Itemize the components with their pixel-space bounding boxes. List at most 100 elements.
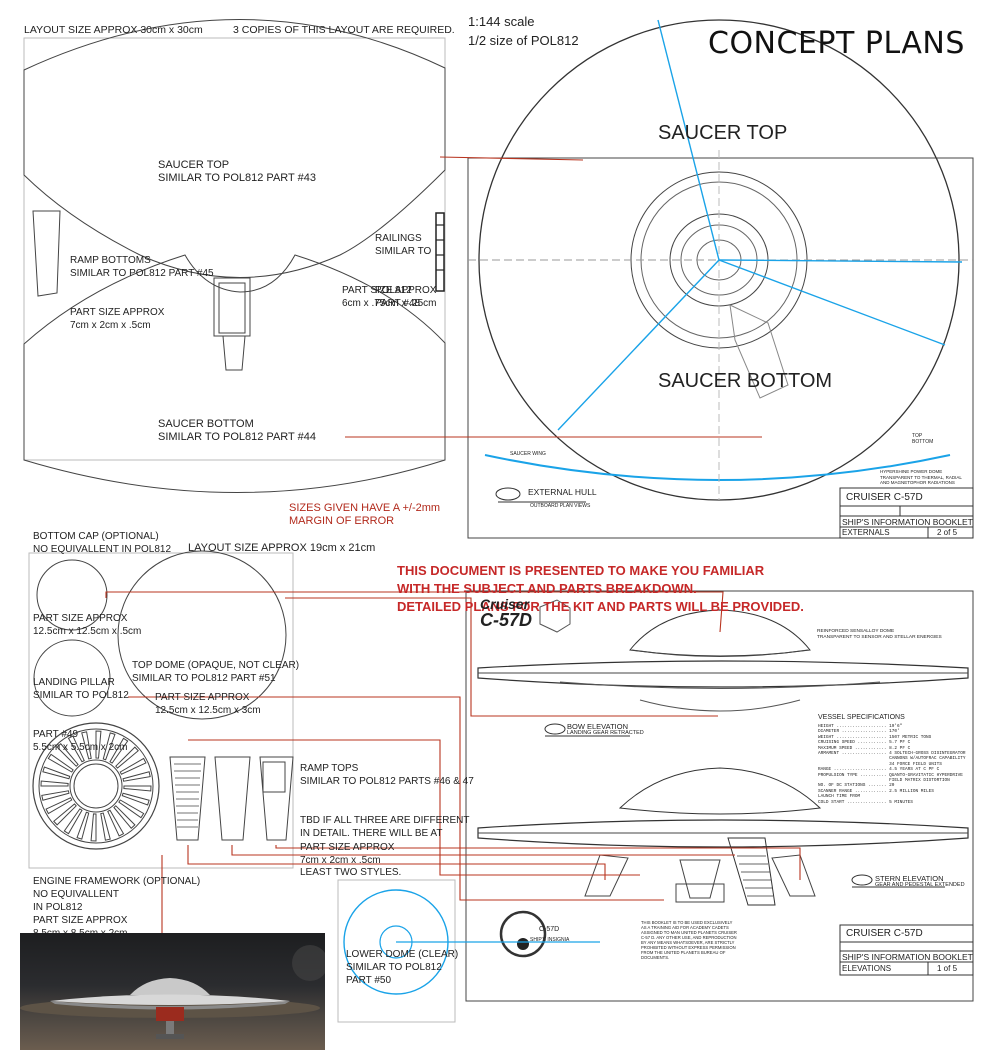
hull-sheet-frame [467,157,974,539]
saucer-wing-label: SAUCER WING [510,451,546,457]
title-block-2-name: CRUISER C-57D [846,928,923,939]
spec-line: FIELD MATRIX DISTORTION [818,778,950,784]
bottom-cap-part [36,559,108,631]
spec-line: CANNONS W/AUTOFRAC CAPABILITY [818,756,966,762]
spec-line: DIAMETER ................. 170' [818,729,900,735]
saucer-bottom-part [23,254,446,493]
insignia-subtitle: SHIP'S INSIGNIA [530,937,570,943]
spec-line: CRUISING SPEED ........... 5.7 PF C [818,740,911,746]
ramp-top-3 [259,756,294,841]
engine-spoke [45,797,73,815]
engine-framework-label: ENGINE FRAMEWORK (OPTIONAL)NO EQUIVALLEN… [33,876,201,913]
engine-spoke [109,737,129,764]
page-title: CONCEPT PLANS [708,26,965,61]
title-block-1-booklet: SHIP'S INFORMATION BOOKLET [842,517,973,527]
booklet-note-line: ASSIGNED TO MAN UNITED PLANETS CRUISER [641,930,737,935]
engine-spoke [81,731,92,760]
layout2-size: LAYOUT SIZE APPROX 19cm x 21cm [188,542,376,554]
bow-elevation-title: BOW ELEVATION [567,722,628,731]
insignia-title: C-57D [539,926,560,933]
engine-spoke [121,792,150,806]
engine-spoke [95,730,102,759]
booklet-note-line: FROM THE UNITED PLANETS BUREAU OF [641,950,726,955]
spec-line: LAUNCH TIME FROM [818,794,861,800]
title-block-2-booklet: SHIP'S INFORMATION BOOKLET [842,952,973,962]
spec-line: ARMAMENT ................. 4 SOLTECH-GRO… [818,751,966,757]
engine-spoke [67,735,85,763]
railings-part [435,212,445,292]
engine-spoke [119,757,147,775]
ramp-bottom-part [32,210,61,297]
engine-spoke [123,785,152,792]
diagram-saucer-bottom-label: SAUCER BOTTOM [658,370,833,392]
title-block-1-page: 2 of 5 [937,528,958,537]
engine-spoke [76,811,90,840]
layout2-frame [28,552,294,869]
layout1-size: LAYOUT SIZE APPROX 30cm x 30cm [24,24,203,36]
booklet-note-line: BY ANY MEANS WHATSOEVER, ARE STRICTLY [641,940,735,945]
bow-elevation-subtitle: LANDING GEAR RETRACTED [567,730,644,736]
hull-subtitle: OUTBOARD PLAN VIEWS [530,503,591,509]
engine-spoke [118,799,145,819]
booklet-note-line: THIS BOOKLET IS TO BE USED EXCLUSIVELY [641,920,733,925]
stern-elevation-subtitle: GEAR AND PEDESTAL EXTENDED [875,882,965,888]
engine-spoke [90,813,97,842]
engine-spoke [122,771,151,782]
spec-line: PROPULSION TYPE .......... QUANTO-GRAVIT… [818,772,963,778]
engine-spoke [102,732,116,761]
bottom-cap-label: BOTTOM CAP (OPTIONAL)NO EQUIVALLENT IN P… [33,531,172,637]
booklet-note-line: C-57 D. ANY OTHER USE, AND REPRODUCTION [641,935,737,940]
booklet-note-line: AS A TRAINING AID FOR ACADEMY CADETS [641,925,729,930]
stern-elevation-title: STERN ELEVATION [875,874,944,883]
spec-line: SCANNER RANGE ............ 2.5 MILLION M… [818,788,934,794]
scale-text: 1:144 scale [468,14,535,29]
elevation-sheet-frame [465,590,974,1002]
cruiser-logo-bottom: C-57D [480,610,533,630]
layout1-frame [23,37,446,461]
engine-spoke [56,743,79,767]
engine-spoke [47,753,74,773]
spec-line: WEIGHT ................... 1507 METRIC T… [818,734,932,740]
spec-line: RANGE .................... 4.5 YEARS AT … [818,767,940,773]
engine-spoke [53,803,77,826]
engine-spoke [40,780,69,787]
diagram-saucer-top-label: SAUCER TOP [658,122,788,144]
notice-text: THIS DOCUMENT IS PRESENTED TO MAKE YOU F… [397,563,804,614]
title-block-1-name: CRUISER C-57D [846,492,923,503]
engine-spoke [115,746,139,769]
specs-title: VESSEL SPECIFICATIONS [818,714,905,721]
engine-spoke [41,790,70,801]
spec-line: HEIGHT ................... 19'6" [818,724,903,729]
spec-line: COLD START ............... 5 MINUTES [818,799,913,805]
cruiser-logo-top: Cruiser [480,596,530,612]
booklet-note-line: DOCUMENTS. [641,955,670,960]
spec-line: NO. OF DC STATIONS ....... 20 [818,783,895,789]
hull-title: EXTERNAL HULL [528,487,597,497]
top-dome-part [117,550,287,720]
booklet-note-line: PROHIBITED WITHOUT EXPRESS PERMISSION [641,945,736,950]
top-dome-label: TOP DOME (OPAQUE, NOT CLEAR)SIMILAR TO P… [132,660,300,684]
title-block-2-page: 1 of 5 [937,964,958,973]
title-block-2-section: ELEVATIONS [842,964,892,973]
engine-spoke [107,809,125,837]
engine-spoke [113,805,136,829]
ramp-top-2 [214,756,251,841]
spec-line: MAXIMUM SPEED ............ 8.2 PF C [818,745,911,751]
engine-spoke [63,808,83,835]
engine-spoke [42,766,71,780]
lower-dome-frame [337,879,456,1023]
